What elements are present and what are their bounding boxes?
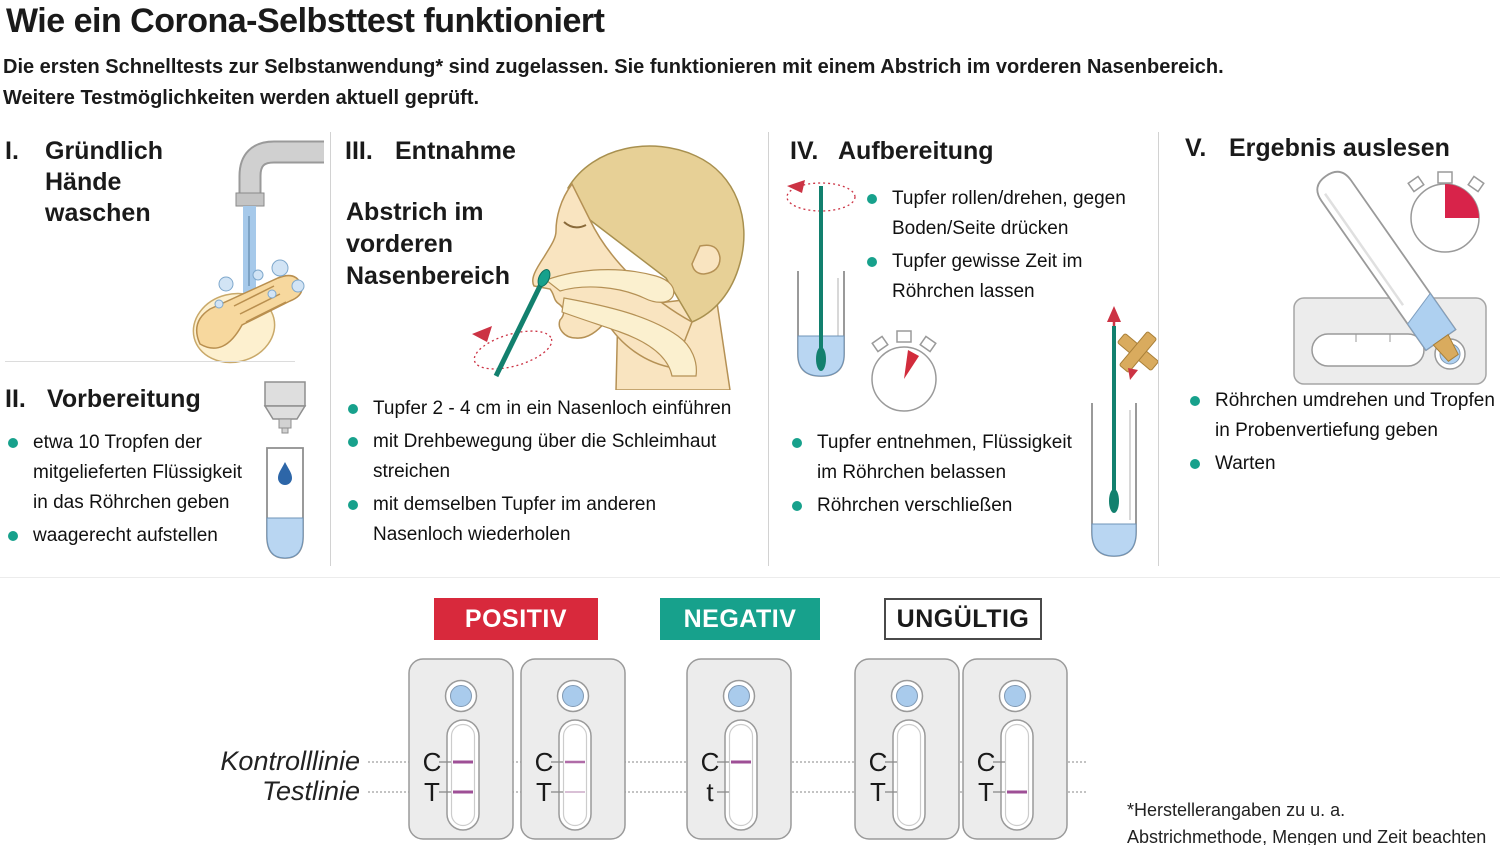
divider-results [0,577,1500,578]
step-5-header: V. Ergebnis auslesen [1185,133,1485,164]
badge-negativ: NEGATIV [660,598,820,640]
step-3-subheading: Abstrich im vorderen Nasenbereich [346,198,510,290]
svg-text:C: C [977,747,996,777]
step-4-header: IV. Aufbereitung [790,136,1050,167]
bullet-item: Tupfer gewisse Zeit im Röhrchen lassen [865,247,1135,307]
svg-text:T: T [424,777,440,807]
svg-text:C: C [535,747,554,777]
step-5-title: Ergebnis auslesen [1229,134,1450,162]
step-2-numeral: II. [5,385,26,413]
svg-text:t: t [706,777,714,807]
step-4-bullets-top: Tupfer rollen/drehen, gegen Boden/Seite … [865,184,1135,310]
bullet-item: waagerecht aufstellen [6,521,251,551]
bullet-item: Tupfer 2 - 4 cm in ein Nasenloch einführ… [346,394,736,424]
step-3-bullets: Tupfer 2 - 4 cm in ein Nasenloch einführ… [346,394,736,553]
step-4-bullets-bottom: Tupfer entnehmen, Flüssigkeit im Röhrche… [790,428,1075,524]
badge-positiv: POSITIV [434,598,598,640]
footnote-line-2: Abstrichmethode, Mengen und Zeit beachte… [1127,827,1487,845]
step-3-numeral: III. [345,137,373,165]
bullet-item: Röhrchen verschließen [790,491,1075,521]
divider-vertical-3 [1158,132,1159,566]
intro-line-2: Weitere Testmöglichkeiten werden aktuell… [3,87,480,109]
nasal-swab-illustration [468,128,764,390]
test-cassette: C T [962,658,1068,840]
bullet-item: Röhrchen umdrehen und Tropfen in Probenv… [1188,386,1498,446]
tube-swab-illustration [783,176,859,390]
dropper-tube-illustration [252,378,318,568]
step-2-title: Vorbereitung [47,385,201,413]
divider-vertical-1 [330,132,331,566]
svg-text:C: C [701,747,720,777]
handwash-illustration [182,136,324,364]
step-4-numeral: IV. [790,137,819,165]
step-3-header: III. Entnahme [345,136,605,167]
svg-text:C: C [423,747,442,777]
test-line-label: Testlinie [261,776,360,806]
test-cassette: C T [520,658,626,840]
divider-vertical-2 [768,132,769,566]
bullet-item: Warten [1188,449,1498,479]
test-cassette: C t [686,658,792,840]
step-5-bullets: Röhrchen umdrehen und Tropfen in Probenv… [1188,386,1498,482]
badge-ungueltig: UNGÜLTIG [884,598,1042,640]
bullet-item: etwa 10 Tropfen der mitgelieferten Flüss… [6,428,251,518]
svg-text:T: T [536,777,552,807]
step-5-numeral: V. [1185,134,1207,162]
control-line-label: Kontrolllinie [220,746,360,776]
svg-text:C: C [869,747,888,777]
step-4-title: Aufbereitung [838,137,994,165]
divider-step1-step2 [5,361,295,362]
bullet-item: Tupfer entnehmen, Flüssigkeit im Röhrche… [790,428,1075,488]
page-title: Wie ein Corona-Selbsttest funktioniert [6,2,605,40]
intro-text: Die ersten Schnelltests zur Selbstanwend… [3,52,1463,114]
step-1-title: Gründlich Hände waschen [45,137,164,227]
intro-line-1: Die ersten Schnelltests zur Selbstanwend… [3,56,1224,78]
step-1-numeral: I. [5,137,19,165]
step-1-header: I. Gründlich Hände waschen [5,136,185,229]
bullet-item: Tupfer rollen/drehen, gegen Boden/Seite … [865,184,1135,244]
step-3-title: Entnahme [395,137,516,165]
footnote: *Herstellerangaben zu u. a. Abstrichmeth… [1127,797,1486,845]
test-cassette: C T [854,658,960,840]
step-2-header: II. Vorbereitung [5,384,265,415]
svg-text:T: T [870,777,886,807]
step-2-bullets: etwa 10 Tropfen der mitgelieferten Flüss… [6,428,251,554]
svg-text:T: T [978,777,994,807]
stopwatch-icon [862,326,946,416]
test-cassette: C T [408,658,514,840]
footnote-line-1: *Herstellerangaben zu u. a. [1127,800,1346,820]
result-readout-illustration [1238,166,1492,390]
bullet-item: mit Drehbewegung über die Schleimhaut st… [346,427,736,487]
tube-swab-removal-illustration [1072,306,1158,560]
bullet-item: mit demselben Tupfer im anderen Nasenloc… [346,490,736,550]
